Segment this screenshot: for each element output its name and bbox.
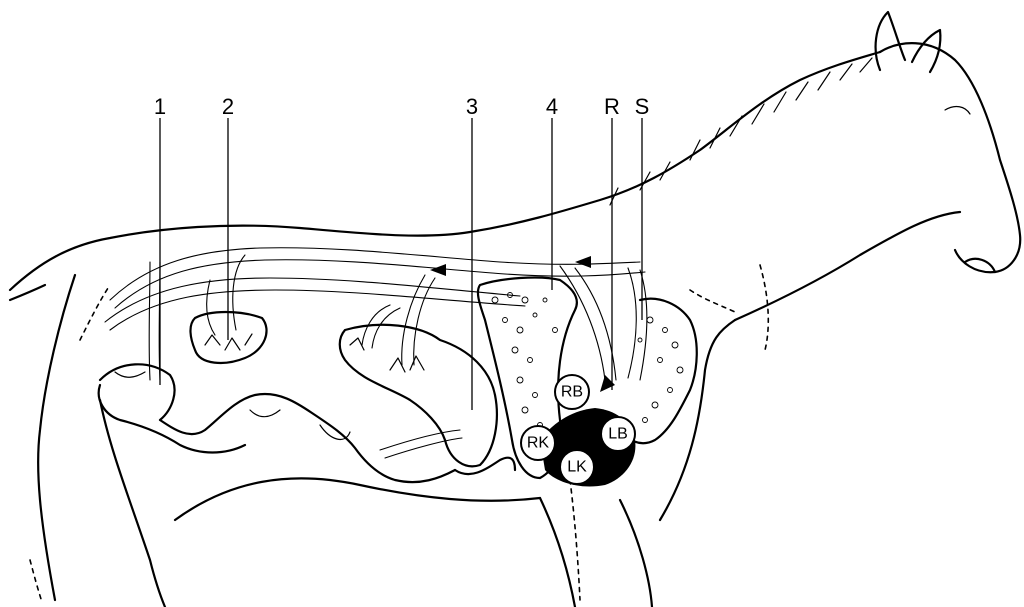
chamber-rb: RB: [555, 375, 589, 409]
chamber-lb: LB: [601, 417, 635, 451]
label-2: 2: [222, 94, 234, 119]
label-r: R: [604, 94, 620, 119]
chamber-rk: RK: [521, 426, 555, 460]
label-4: 4: [546, 94, 558, 119]
chamber-rk-label: RK: [527, 435, 550, 452]
label-s: S: [635, 94, 650, 119]
chamber-rb-label: RB: [561, 384, 583, 401]
label-3: 3: [466, 94, 478, 119]
chamber-lb-label: LB: [608, 426, 628, 443]
chamber-lk: LK: [560, 450, 594, 484]
chamber-lk-label: LK: [567, 459, 587, 476]
label-1: 1: [154, 94, 166, 119]
